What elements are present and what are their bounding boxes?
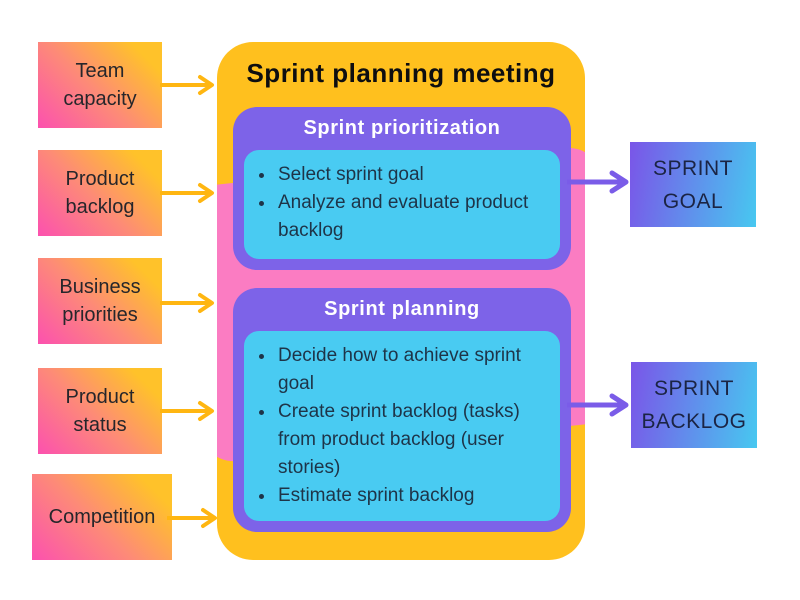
diagram-title: Sprint planning meeting <box>246 58 556 88</box>
output-box-sprint-goal: SPRINT GOAL <box>630 142 756 227</box>
input-label: Product status <box>65 386 135 436</box>
output-box-sprint-backlog: SPRINT BACKLOG <box>631 362 757 448</box>
section-item-list: Select sprint goal Analyze and evaluate … <box>244 150 560 259</box>
input-label: Business priorities <box>59 276 141 326</box>
output-label: SPRINT BACKLOG <box>641 377 747 433</box>
section-item-list: Decide how to achieve sprint goal Create… <box>244 331 560 521</box>
input-label: Team capacity <box>63 60 137 110</box>
list-item: Estimate sprint backlog <box>276 482 552 510</box>
input-box-competition: Competition <box>32 474 172 560</box>
section-sprint-prioritization: Sprint prioritization Select sprint goal… <box>233 107 571 270</box>
list-item: Create sprint backlog (tasks) from produ… <box>276 398 552 482</box>
list-item: Decide how to achieve sprint goal <box>276 342 552 398</box>
input-label: Competition <box>48 506 156 528</box>
input-box-business-priorities: Business priorities <box>38 258 162 344</box>
output-label: SPRINT GOAL <box>652 156 733 213</box>
section-title: Sprint planning <box>324 298 480 320</box>
input-box-product-status: Product status <box>38 368 162 454</box>
section-title: Sprint prioritization <box>303 117 501 139</box>
input-box-product-backlog: Product backlog <box>38 150 162 236</box>
arrow-right-icon <box>567 170 629 194</box>
arrow-right-icon <box>160 401 214 421</box>
sprint-planning-meeting-container: Sprint planning meeting Sprint prioritiz… <box>217 42 585 560</box>
list-item: Select sprint goal <box>276 161 552 189</box>
arrow-right-icon <box>160 75 214 95</box>
list-item: Analyze and evaluate product backlog <box>276 189 552 245</box>
section-sprint-planning: Sprint planning Decide how to achieve sp… <box>233 288 571 532</box>
arrow-right-icon <box>567 393 629 417</box>
arrow-right-icon <box>167 508 217 528</box>
input-box-team-capacity: Team capacity <box>38 42 162 128</box>
arrow-right-icon <box>160 293 214 313</box>
input-label: Product backlog <box>65 168 135 218</box>
arrow-right-icon <box>160 183 214 203</box>
